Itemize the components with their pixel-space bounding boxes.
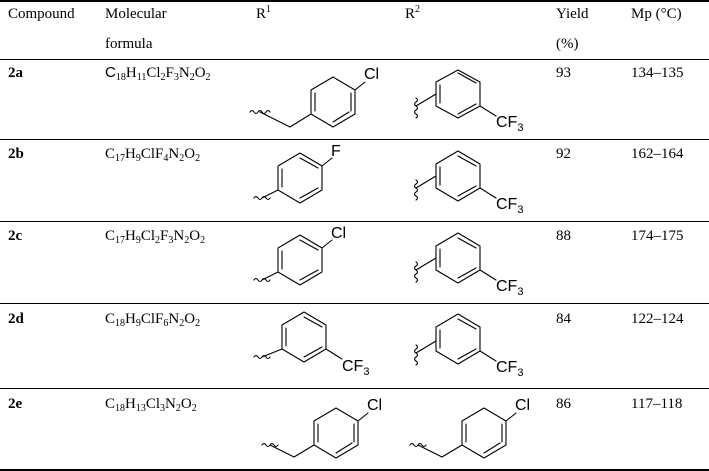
row-2c-formula: C17H9Cl2F3N2O2 [105, 228, 206, 246]
row-2d-formula: C18H9ClF6N2O2 [105, 311, 201, 329]
header-formula-line1: Molecular [105, 6, 167, 22]
row-2b-r2-structure: CF3 [413, 150, 523, 216]
cf3-label: CF3 [496, 278, 523, 298]
row-2e-r2-structure: Cl [409, 397, 530, 459]
row-2a-compound: 2a [8, 65, 23, 81]
row-2a-mp: 134–135 [631, 65, 684, 81]
chloro-label: Cl [364, 66, 379, 83]
row-2d-mp: 122–124 [631, 311, 684, 327]
row-2b-mp: 162–164 [631, 146, 684, 162]
row-2c-mp: 174–175 [631, 228, 684, 244]
row-2d-compound: 2d [8, 311, 24, 327]
row-2a-r1-structure: Cl [249, 66, 379, 128]
header-yield-line2: (%) [556, 36, 579, 52]
row-2d-r2-structure: CF3 [413, 313, 523, 379]
table-bottom-rule [0, 469, 709, 471]
chloro-label: Cl [367, 397, 382, 414]
wavy-bond-icon [413, 97, 419, 119]
cf3-label: CF3 [496, 359, 523, 379]
cf3-label: CF3 [342, 358, 369, 378]
header-bottom-rule [0, 59, 709, 60]
fluoro-label: F [331, 143, 341, 160]
row-2b-yield: 92 [556, 146, 571, 162]
header-compound: Compound [8, 6, 75, 22]
row-2a-yield: 93 [556, 65, 571, 81]
row-2c-r1-structure: Cl [253, 225, 346, 286]
header-r2: R2 [405, 4, 421, 23]
row-2e-compound: 2e [8, 396, 23, 412]
row-2b-formula: C17H9ClF4N2O2 [105, 146, 201, 164]
chloro-label: Cl [331, 225, 346, 242]
row-2d-yield: 84 [556, 311, 571, 327]
wavy-bond-icon [413, 261, 419, 283]
row-2e-formula: C18H13Cl3N2O2 [105, 396, 197, 414]
row-2c-yield: 88 [556, 228, 571, 244]
cf3-label: CF3 [496, 196, 523, 216]
header-formula-line2: formula [105, 36, 153, 52]
row-rule-2 [0, 221, 709, 222]
row-2b-compound: 2b [8, 146, 24, 162]
header-yield-line1: Yield [556, 6, 589, 22]
header-r1: R1 [256, 4, 272, 23]
wavy-bond-icon [413, 344, 419, 366]
row-2a-r2-structure: CF3 [413, 69, 523, 134]
row-rule-3 [0, 303, 709, 304]
row-2d-r1-structure: CF3 [253, 311, 369, 378]
table-top-rule [0, 0, 709, 2]
cf3-label: CF3 [496, 114, 523, 134]
row-2e-r1-structure: Cl [261, 397, 382, 459]
row-2b-r1-structure: F [253, 143, 341, 204]
header-mp: Mp (°C) [631, 6, 682, 22]
wavy-bond-icon [249, 109, 271, 115]
row-2c-r2-structure: CF3 [413, 232, 523, 298]
row-2a-formula: C18H11Cl2F3N2O2 [105, 64, 211, 83]
row-2e-mp: 117–118 [631, 396, 683, 412]
row-2c-compound: 2c [8, 228, 23, 244]
row-rule-1 [0, 139, 709, 140]
row-rule-4 [0, 388, 709, 389]
chloro-label: Cl [515, 397, 530, 414]
row-2e-yield: 86 [556, 396, 571, 412]
wavy-bond-icon [413, 179, 419, 201]
